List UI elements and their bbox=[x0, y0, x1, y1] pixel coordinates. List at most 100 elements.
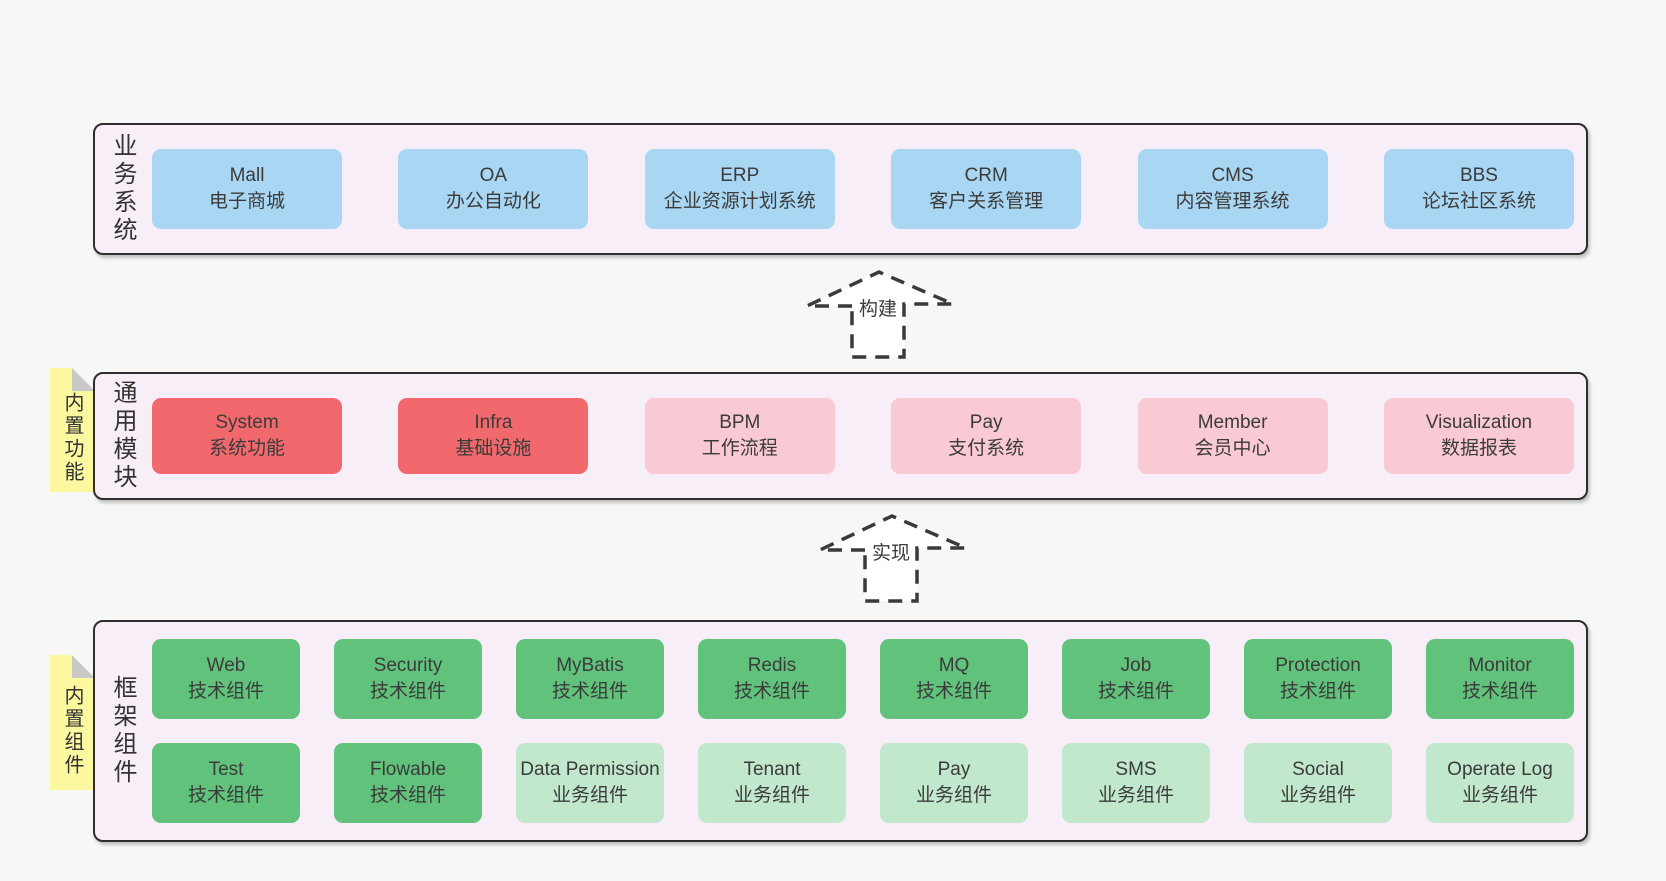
box-name: BBS bbox=[1459, 165, 1498, 186]
box-redis: Redis 技术组件 bbox=[698, 639, 846, 719]
box-desc: 会员中心 bbox=[1194, 438, 1271, 459]
box-desc: 工作流程 bbox=[701, 438, 778, 459]
box-desc: 业务组件 bbox=[1097, 785, 1174, 806]
box-bpm: BPM 工作流程 bbox=[644, 398, 835, 474]
box-desc: 业务组件 bbox=[1279, 785, 1356, 806]
box-pay-component: Pay 业务组件 bbox=[880, 743, 1028, 823]
arrow-label-implement: 实现 bbox=[868, 538, 914, 565]
box-name: MQ bbox=[938, 655, 970, 676]
box-test: Test 技术组件 bbox=[152, 743, 300, 823]
box-desc: 业务组件 bbox=[733, 785, 810, 806]
box-desc: 业务组件 bbox=[915, 785, 992, 806]
box-desc: 系统功能 bbox=[208, 438, 285, 459]
box-tenant: Tenant 业务组件 bbox=[698, 743, 846, 823]
box-protection: Protection 技术组件 bbox=[1244, 639, 1392, 719]
box-name: Visualization bbox=[1425, 412, 1533, 433]
modules-box-row: System 系统功能 Infra 基础设施 BPM 工作流程 Pay 支付系统… bbox=[152, 398, 1574, 474]
box-mq: MQ 技术组件 bbox=[880, 639, 1028, 719]
box-desc: 论坛社区系统 bbox=[1421, 191, 1536, 212]
box-name: Test bbox=[208, 759, 244, 780]
box-system: System 系统功能 bbox=[152, 398, 342, 474]
box-desc: 基础设施 bbox=[455, 438, 532, 459]
sticky-label: 内置功能 bbox=[61, 392, 83, 484]
box-name: CMS bbox=[1211, 165, 1254, 186]
box-erp: ERP 企业资源计划系统 bbox=[644, 149, 835, 229]
box-name: Flowable bbox=[369, 759, 447, 780]
box-desc: 业务组件 bbox=[1461, 785, 1538, 806]
box-name: Operate Log bbox=[1447, 759, 1553, 780]
box-name: Redis bbox=[747, 655, 797, 676]
arrow-label-build: 构建 bbox=[855, 294, 901, 321]
box-name: Pay bbox=[937, 759, 971, 780]
framework-grid: Web 技术组件 Security 技术组件 MyBatis 技术组件 Redi… bbox=[152, 622, 1574, 840]
box-desc: 技术组件 bbox=[551, 681, 628, 702]
framework-components-panel: 框架组件 Web 技术组件 Security 技术组件 MyBatis 技术组件… bbox=[93, 620, 1588, 842]
box-flowable: Flowable 技术组件 bbox=[334, 743, 482, 823]
box-cms: CMS 内容管理系统 bbox=[1137, 149, 1328, 229]
box-desc: 办公自动化 bbox=[445, 191, 541, 212]
box-desc: 业务组件 bbox=[551, 785, 628, 806]
box-visualization: Visualization 数据报表 bbox=[1383, 398, 1574, 474]
box-desc: 技术组件 bbox=[1279, 681, 1356, 702]
build-arrow: 构建 bbox=[805, 268, 955, 361]
box-job: Job 技术组件 bbox=[1062, 639, 1210, 719]
box-desc: 技术组件 bbox=[187, 785, 264, 806]
box-oa: OA 办公自动化 bbox=[398, 149, 589, 229]
box-name: ERP bbox=[720, 165, 760, 186]
implement-arrow: 实现 bbox=[818, 512, 968, 605]
box-infra: Infra 基础设施 bbox=[398, 398, 589, 474]
box-name: OA bbox=[479, 165, 508, 186]
sticky-label: 内置组件 bbox=[61, 684, 83, 777]
box-desc: 技术组件 bbox=[915, 681, 992, 702]
box-desc: 技术组件 bbox=[1097, 681, 1174, 702]
box-name: Web bbox=[206, 655, 246, 676]
box-desc: 客户关系管理 bbox=[929, 191, 1044, 212]
box-crm: CRM 客户关系管理 bbox=[891, 149, 1082, 229]
box-name: Social bbox=[1292, 759, 1344, 780]
box-desc: 技术组件 bbox=[733, 681, 810, 702]
business-systems-panel: 业务系统 Mall 电子商城 OA 办公自动化 ERP 企业资源计划系统 CRM… bbox=[93, 123, 1588, 255]
box-bbs: BBS 论坛社区系统 bbox=[1383, 149, 1574, 229]
box-web: Web 技术组件 bbox=[152, 639, 300, 719]
box-name: Protection bbox=[1275, 655, 1361, 676]
framework-row-1: Web 技术组件 Security 技术组件 MyBatis 技术组件 Redi… bbox=[152, 639, 1574, 719]
box-desc: 企业资源计划系统 bbox=[663, 191, 816, 212]
business-box-row: Mall 电子商城 OA 办公自动化 ERP 企业资源计划系统 CRM 客户关系… bbox=[152, 149, 1574, 229]
box-name: Job bbox=[1120, 655, 1152, 676]
box-name: Member bbox=[1197, 412, 1268, 433]
builtin-components-sticky: 内置组件 bbox=[50, 655, 95, 790]
box-data-permission: Data Permission 业务组件 bbox=[516, 743, 664, 823]
box-operate-log: Operate Log 业务组件 bbox=[1426, 743, 1574, 823]
box-name: Pay bbox=[969, 412, 1003, 433]
panel-label-framework: 框架组件 bbox=[109, 675, 136, 787]
box-name: System bbox=[215, 412, 279, 433]
framework-row-2: Test 技术组件 Flowable 技术组件 Data Permission … bbox=[152, 743, 1574, 823]
box-member: Member 会员中心 bbox=[1137, 398, 1328, 474]
box-social: Social 业务组件 bbox=[1244, 743, 1392, 823]
builtin-features-sticky: 内置功能 bbox=[50, 368, 95, 492]
box-name: SMS bbox=[1115, 759, 1157, 780]
box-desc: 支付系统 bbox=[948, 438, 1025, 459]
fold-corner-icon bbox=[72, 655, 95, 678]
box-name: Security bbox=[373, 655, 443, 676]
box-sms: SMS 业务组件 bbox=[1062, 743, 1210, 823]
box-desc: 内容管理系统 bbox=[1175, 191, 1290, 212]
box-mybatis: MyBatis 技术组件 bbox=[516, 639, 664, 719]
box-name: BPM bbox=[719, 412, 761, 433]
box-pay-module: Pay 支付系统 bbox=[891, 398, 1082, 474]
common-modules-panel: 通用模块 System 系统功能 Infra 基础设施 BPM 工作流程 Pay… bbox=[93, 372, 1588, 500]
box-name: Tenant bbox=[743, 759, 801, 780]
box-name: CRM bbox=[964, 165, 1008, 186]
box-name: MyBatis bbox=[556, 655, 624, 676]
box-name: Monitor bbox=[1468, 655, 1532, 676]
box-desc: 数据报表 bbox=[1440, 438, 1517, 459]
box-mall: Mall 电子商城 bbox=[152, 149, 342, 229]
box-desc: 技术组件 bbox=[369, 681, 446, 702]
box-name: Infra bbox=[474, 412, 513, 433]
box-desc: 技术组件 bbox=[187, 681, 264, 702]
box-desc: 电子商城 bbox=[208, 191, 285, 212]
panel-label-business: 业务系统 bbox=[109, 133, 136, 245]
box-security: Security 技术组件 bbox=[334, 639, 482, 719]
box-name: Mall bbox=[229, 165, 265, 186]
